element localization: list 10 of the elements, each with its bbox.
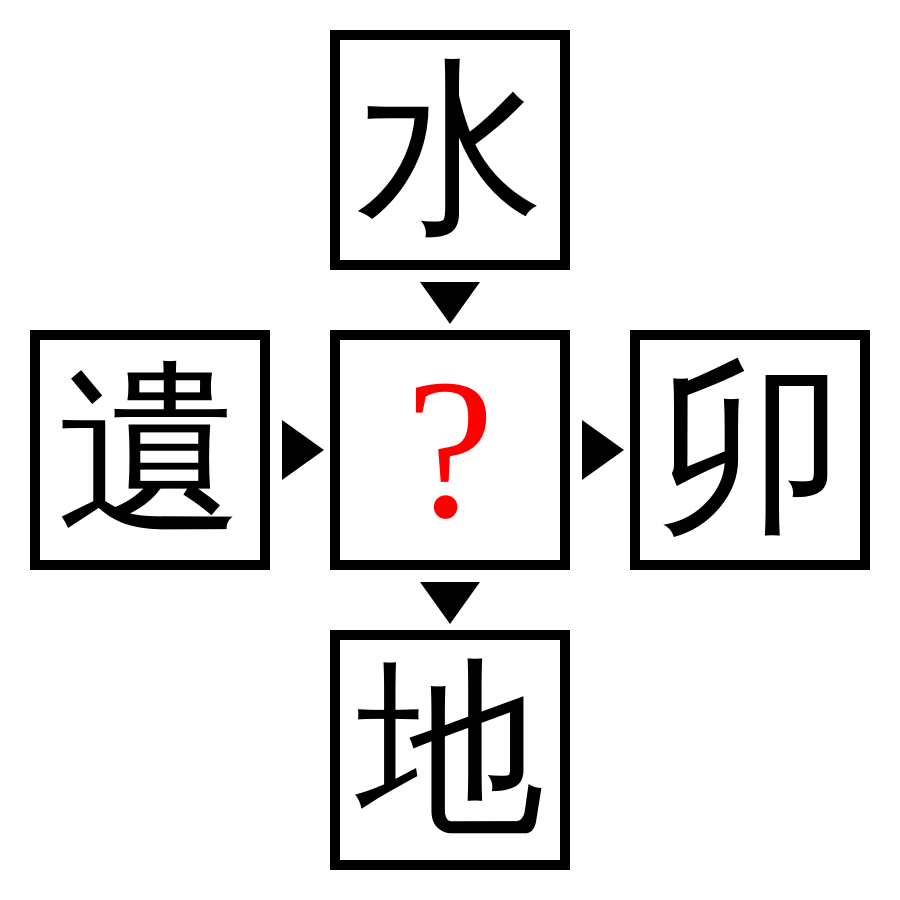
character-box xyxy=(330,630,570,870)
character-box xyxy=(630,330,870,570)
kanji-character: 遺 xyxy=(56,356,244,544)
character-box xyxy=(330,330,570,570)
question-mark: ? xyxy=(406,350,494,550)
kanji-character: 卯 xyxy=(656,356,844,544)
character-box xyxy=(30,330,270,570)
character-box xyxy=(330,30,570,270)
kanji-character: 地 xyxy=(356,656,544,844)
kanji-character: 水 xyxy=(356,56,544,244)
